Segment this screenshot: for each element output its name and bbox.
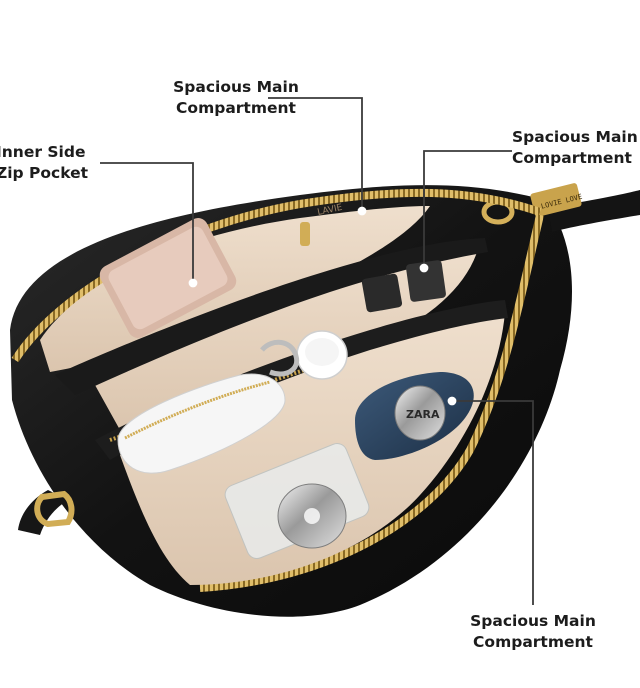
bottle-cap: ZARA bbox=[394, 385, 446, 441]
top-zipper bbox=[11, 188, 542, 363]
cream-jar bbox=[296, 330, 348, 380]
strap-left bbox=[18, 490, 68, 535]
callout-line1: Spacious Main bbox=[173, 78, 299, 96]
coin-pouch bbox=[117, 373, 286, 474]
key-ring bbox=[260, 339, 300, 377]
callout-line2: Compartment bbox=[512, 149, 632, 167]
zipper-pull bbox=[300, 222, 310, 246]
callout-line-top bbox=[268, 97, 363, 211]
callout-line1: Spacious Main bbox=[470, 612, 596, 630]
inner-zipper bbox=[109, 363, 321, 442]
callout-main-compartment-bottom: Spacious Main Compartment bbox=[462, 611, 604, 653]
callout-line-bottom bbox=[452, 400, 534, 605]
right-zipper bbox=[199, 214, 544, 592]
perfume-bottle bbox=[224, 443, 370, 559]
strap-tag: LOVIE LOVE bbox=[530, 183, 583, 217]
callout-line2: Compartment bbox=[176, 99, 296, 117]
d-ring-hardware bbox=[34, 490, 75, 528]
strap bbox=[548, 190, 640, 232]
callout-line2: Compartment bbox=[473, 633, 593, 651]
callout-line2: Zip Pocket bbox=[0, 164, 89, 182]
callout-line-left bbox=[100, 162, 194, 283]
callout-line1: Inner Side bbox=[0, 143, 86, 161]
callout-main-compartment-top: Spacious Main Compartment bbox=[136, 77, 336, 119]
callout-main-compartment-right: Spacious Main Compartment bbox=[512, 127, 640, 169]
phone bbox=[99, 218, 237, 338]
callout-inner-side-zip-pocket: Inner Side Zip Pocket bbox=[0, 142, 104, 184]
callout-line1: Spacious Main bbox=[512, 128, 638, 146]
perfume-caps bbox=[361, 260, 446, 313]
callout-line-right bbox=[423, 150, 512, 268]
bottle-cap-text: ZARA bbox=[406, 408, 440, 421]
divider-panel-1 bbox=[55, 238, 488, 395]
callout-lines bbox=[100, 97, 534, 605]
